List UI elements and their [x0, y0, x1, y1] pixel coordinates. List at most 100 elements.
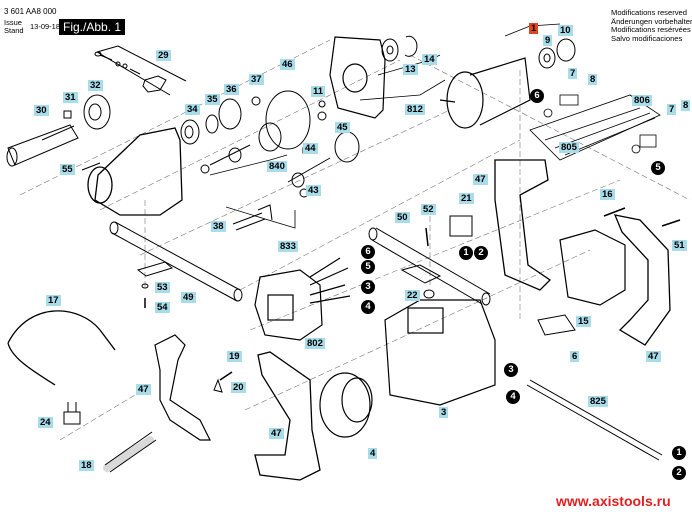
part-label-8-upper[interactable]: 8 [588, 74, 598, 85]
part-label-45[interactable]: 45 [335, 122, 350, 133]
part-53-washer [141, 283, 149, 289]
part-19-screw [219, 371, 233, 381]
part-label-11[interactable]: 11 [311, 86, 326, 97]
part-label-46[interactable]: 46 [280, 59, 295, 70]
connection-marker-2-cable: 2 [672, 466, 686, 480]
part-label-13[interactable]: 13 [403, 64, 418, 75]
part-label-6[interactable]: 6 [570, 351, 580, 362]
part-label-14[interactable]: 14 [422, 54, 437, 65]
connection-marker-3-cable: 3 [504, 363, 518, 377]
part-label-18[interactable]: 18 [79, 460, 94, 471]
part-label-806[interactable]: 806 [632, 95, 652, 106]
part-51-screw [661, 219, 681, 227]
part-label-30[interactable]: 30 [34, 105, 49, 116]
part-label-840[interactable]: 840 [267, 161, 287, 172]
part-20-clamp [213, 378, 223, 393]
armature [439, 57, 531, 129]
part-label-10[interactable]: 10 [558, 25, 573, 36]
part-label-55[interactable]: 55 [60, 164, 75, 175]
part-label-47-top[interactable]: 47 [473, 174, 488, 185]
part-label-19[interactable]: 19 [227, 351, 242, 362]
part-13-bearing [381, 38, 399, 62]
part-15-fan-housing [559, 229, 626, 306]
modifications-es: Salvo modificaciones [611, 33, 683, 43]
connection-marker-1-cable: 1 [672, 446, 686, 460]
document-code: 3 601 AA8 000 [4, 7, 57, 16]
part-50-tube [368, 227, 491, 306]
connection-marker-5-field: 5 [361, 260, 375, 274]
part-6-label-plate [537, 314, 576, 336]
part-label-47-bottom[interactable]: 47 [269, 428, 284, 439]
part-label-50[interactable]: 50 [395, 212, 410, 223]
part-label-22[interactable]: 22 [405, 290, 420, 301]
modifications-en: Modifications reserved [611, 8, 687, 17]
part-label-53[interactable]: 53 [155, 282, 170, 293]
handle-47-bottom [254, 351, 321, 481]
part-label-44[interactable]: 44 [303, 143, 318, 154]
part-label-49[interactable]: 49 [181, 292, 196, 303]
part-label-38[interactable]: 38 [211, 221, 226, 232]
part-label-36[interactable]: 36 [224, 84, 239, 95]
issue-date: 13-09-18 [30, 22, 61, 31]
part-3-motor-housing [384, 299, 496, 406]
part-label-812[interactable]: 812 [405, 104, 425, 115]
connection-marker-3-field: 3 [361, 280, 375, 294]
issue-label-de: Stand [4, 26, 24, 35]
handle-47-right [613, 214, 671, 346]
gear-train [180, 90, 360, 198]
part-label-37[interactable]: 37 [249, 74, 264, 85]
part-9-bearing [538, 47, 556, 69]
part-label-31[interactable]: 31 [63, 92, 78, 103]
part-55-screw [81, 162, 101, 171]
part-31-key [63, 110, 72, 119]
gear-housing [87, 127, 183, 216]
connection-marker-4-cable: 4 [506, 390, 520, 404]
part-label-54[interactable]: 54 [155, 302, 170, 313]
part-label-3[interactable]: 3 [439, 407, 449, 418]
part-825-cable [526, 379, 663, 461]
part-label-52[interactable]: 52 [421, 204, 436, 215]
part-label-47-right[interactable]: 47 [646, 351, 661, 362]
part-32-bearing [83, 94, 111, 130]
part-label-32[interactable]: 32 [88, 80, 103, 91]
part-label-17[interactable]: 17 [46, 295, 61, 306]
leader-brackets [209, 154, 296, 229]
part-label-825[interactable]: 825 [588, 396, 608, 407]
part-label-9[interactable]: 9 [543, 35, 553, 46]
part-label-21[interactable]: 21 [459, 193, 474, 204]
part-label-20[interactable]: 20 [231, 382, 246, 393]
part-802-field [254, 257, 351, 341]
figure-title: Fig./Abb. 1 [59, 19, 126, 35]
part-label-15[interactable]: 15 [576, 316, 591, 327]
part-30-spindle [6, 124, 79, 167]
part-label-16[interactable]: 16 [600, 189, 615, 200]
part-label-7-upper[interactable]: 7 [568, 68, 578, 79]
part-18-grip [104, 431, 157, 473]
part-label-833[interactable]: 833 [278, 241, 298, 252]
part-22-grommet [423, 289, 435, 299]
modifications-fr: Modifications resérvées [611, 25, 691, 35]
handle-47-lower [154, 334, 211, 441]
part-label-1-highlighted[interactable]: 1 [529, 23, 539, 34]
part-label-8-right[interactable]: 8 [681, 100, 691, 111]
part-label-802[interactable]: 802 [305, 338, 325, 349]
connection-marker-6-brush: 6 [530, 89, 544, 103]
part-label-7-right[interactable]: 7 [667, 104, 677, 115]
part-label-29[interactable]: 29 [156, 50, 171, 61]
part-38-pin [232, 204, 273, 231]
part-label-24[interactable]: 24 [38, 417, 53, 428]
part-label-34[interactable]: 34 [185, 104, 200, 115]
part-29-bracket [94, 45, 187, 96]
part-label-4[interactable]: 4 [368, 448, 378, 459]
connection-marker-5-brush: 5 [651, 161, 665, 175]
part-label-51[interactable]: 51 [672, 240, 687, 251]
website-watermark[interactable]: www.axistools.ru [556, 493, 671, 509]
part-label-805[interactable]: 805 [559, 142, 579, 153]
part-label-47-lower[interactable]: 47 [136, 384, 151, 395]
part-17-power-cable [7, 310, 116, 386]
handle-47-top [494, 159, 552, 291]
part-label-35[interactable]: 35 [205, 94, 220, 105]
part-label-43[interactable]: 43 [306, 185, 321, 196]
part-21-switch [449, 215, 473, 237]
